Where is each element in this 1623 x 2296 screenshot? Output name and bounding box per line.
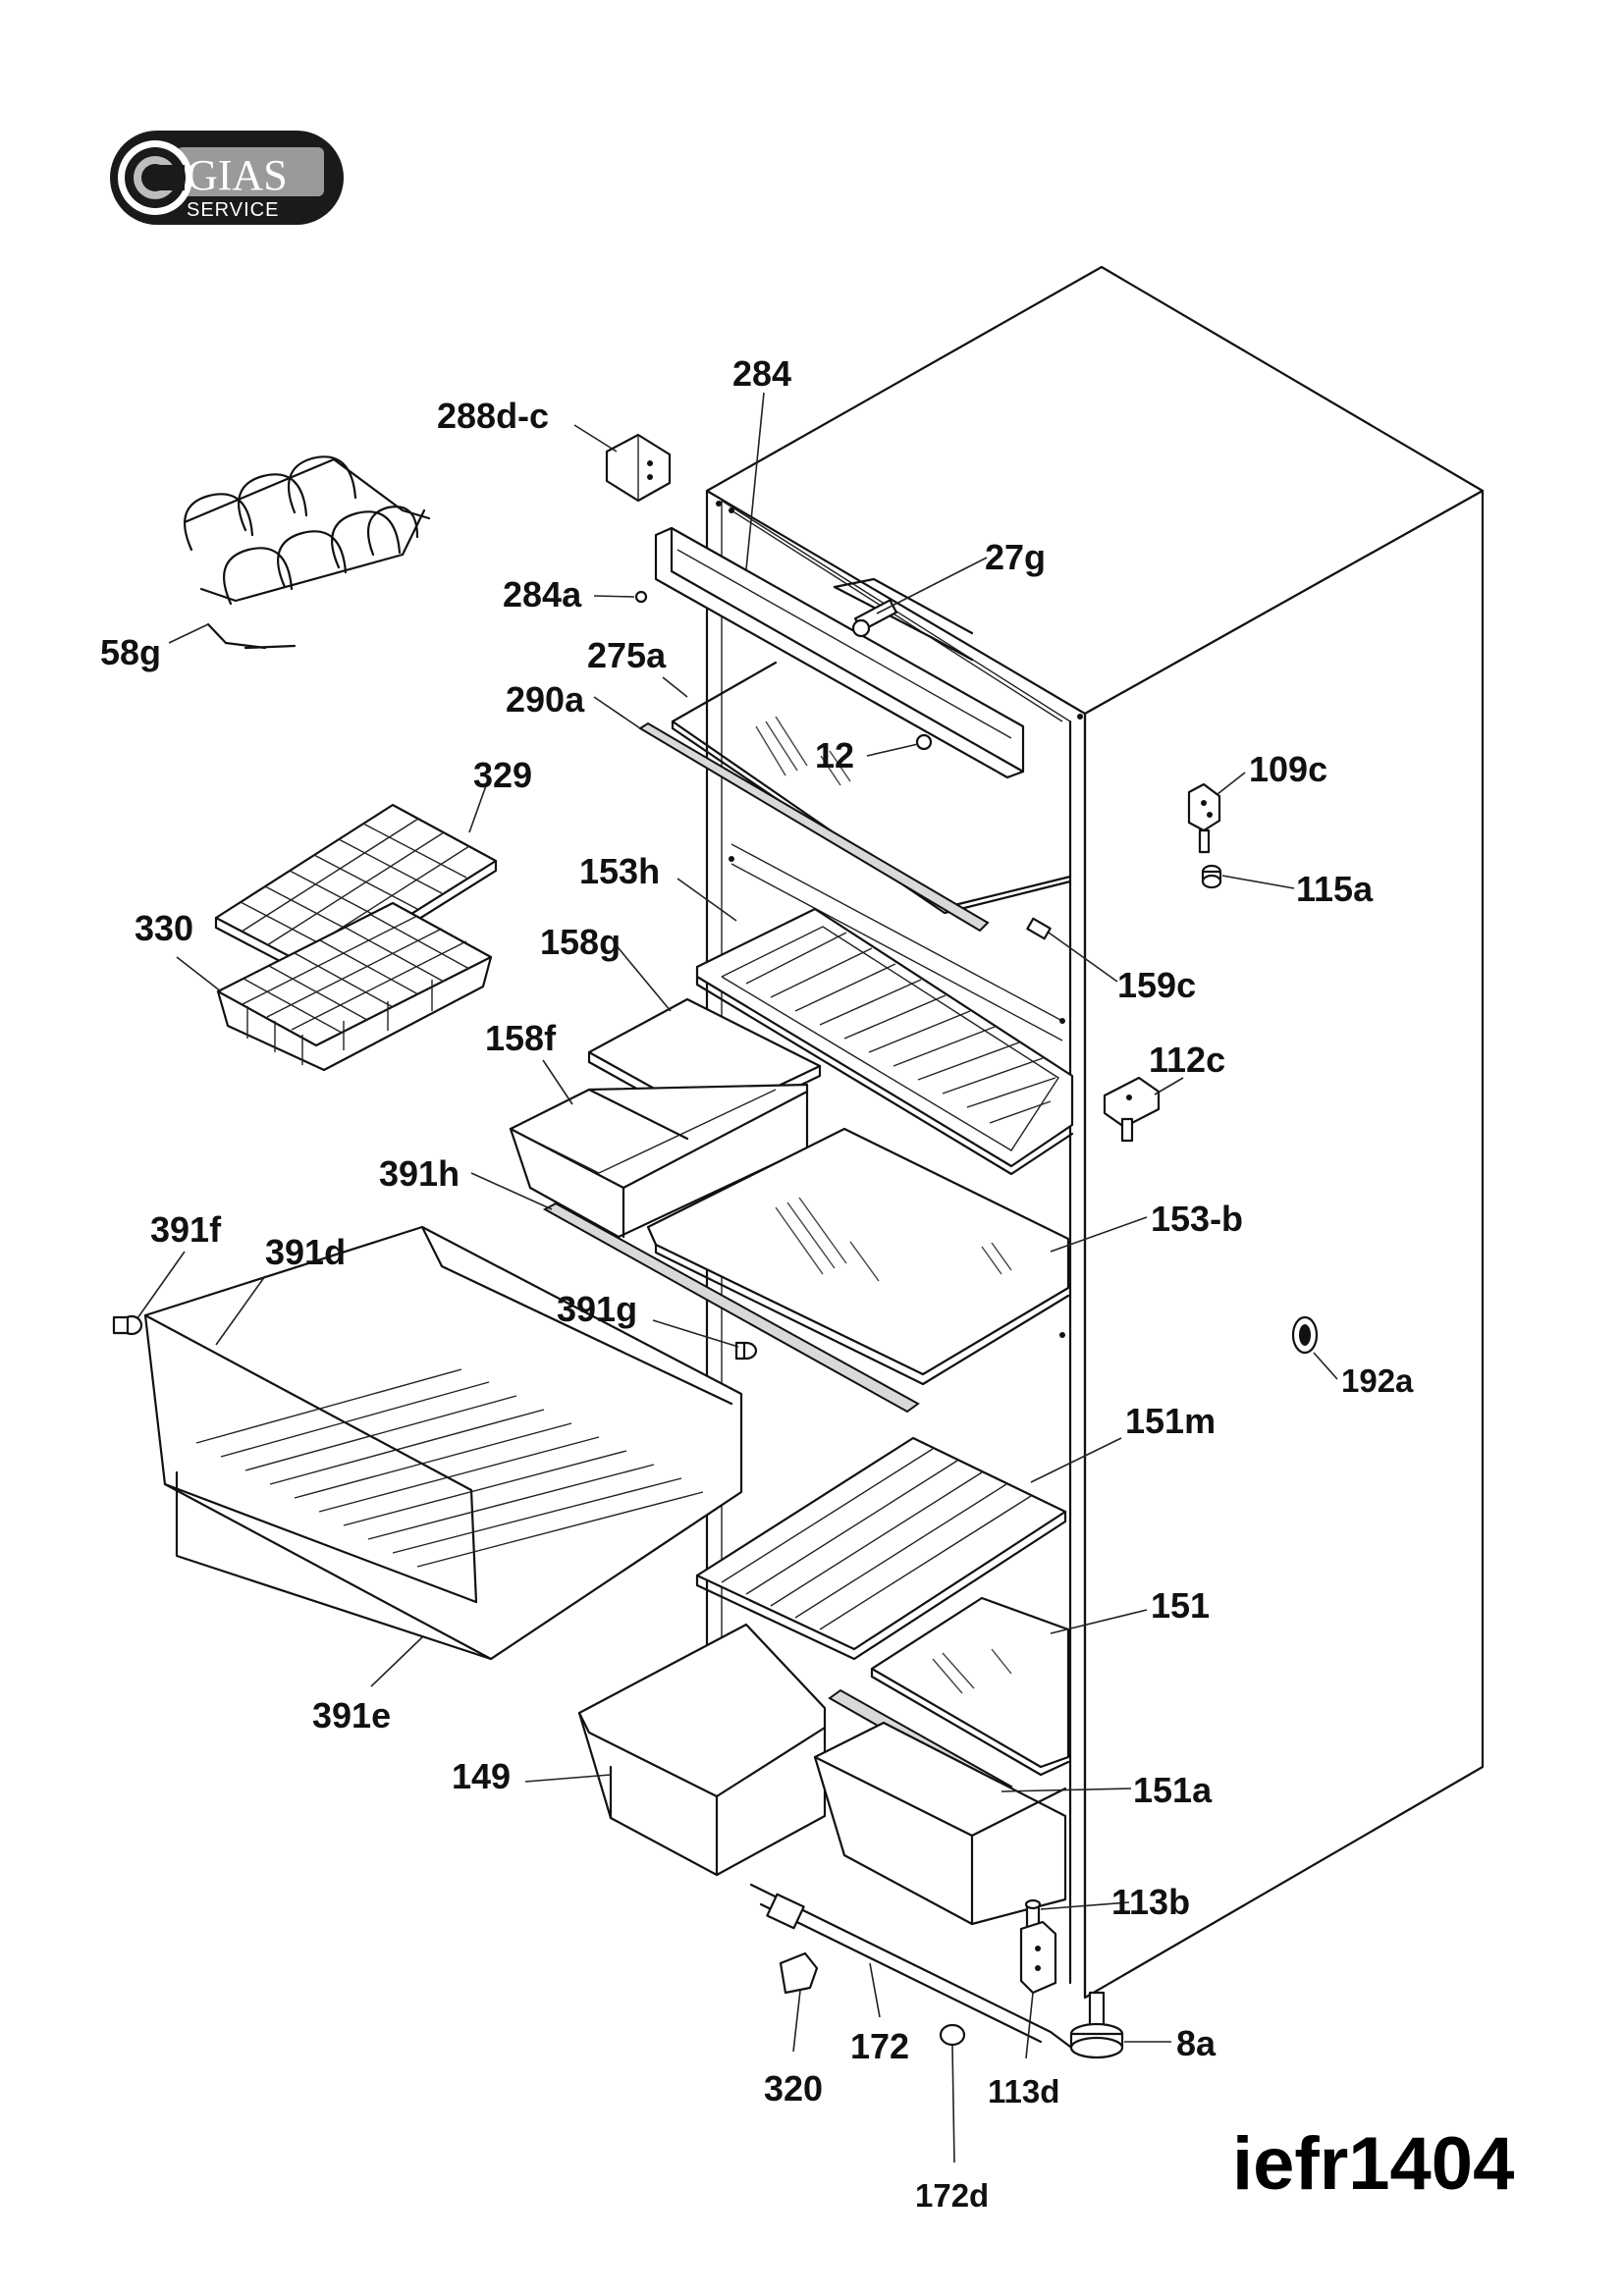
label-288d-c: 288d-c [437, 396, 549, 436]
part-391h-rail [542, 1201, 920, 1414]
label-329: 329 [473, 755, 532, 795]
label-151: 151 [1151, 1585, 1210, 1626]
part-391f-knob [112, 1314, 143, 1336]
label-113d: 113d [988, 2073, 1059, 2109]
part-58g-wine-rack [183, 455, 431, 650]
part-288dc-bracket [605, 433, 672, 503]
part-391g-fastener [734, 1341, 758, 1361]
label-192a: 192a [1341, 1362, 1414, 1399]
part-153b-glass-shelf [646, 1127, 1070, 1386]
label-115a: 115a [1296, 869, 1374, 909]
part-112c-hinge [1103, 1076, 1161, 1143]
part-113d-hinge-plate [1019, 1920, 1057, 1995]
part-172-bottom-trim [749, 1883, 1072, 2049]
label-151m: 151m [1125, 1401, 1216, 1441]
part-8a-leveling-foot [1069, 1991, 1124, 2059]
label-151a: 151a [1133, 1770, 1213, 1810]
label-391d: 391d [265, 1232, 346, 1272]
part-172d-cap [939, 2023, 966, 2047]
label-391e: 391e [312, 1695, 391, 1735]
part-330-ice-tray [216, 901, 493, 1072]
label-391f: 391f [150, 1209, 222, 1250]
part-115a-bushing [1201, 864, 1222, 889]
label-109c: 109c [1249, 749, 1327, 789]
part-290a-rail [638, 721, 990, 933]
label-391h: 391h [379, 1153, 460, 1194]
part-153h-shelf [695, 907, 1074, 1176]
label-320: 320 [764, 2068, 823, 2109]
part-149-drawer [577, 1623, 827, 1877]
label-153-b: 153-b [1151, 1199, 1243, 1239]
part-labels: 288d-c 284 58g 284a 27g 275a 290a 12 329… [100, 353, 1414, 2214]
part-391d-large-drawer [143, 1225, 743, 1661]
leader-lines [136, 392, 1338, 2163]
label-27g: 27g [985, 537, 1046, 577]
logo-brand-text: GIAS [187, 151, 288, 199]
part-27g-thermostat [833, 577, 974, 662]
label-284: 284 [732, 353, 791, 394]
logo-subtitle-text: SERVICE [187, 199, 279, 221]
diagram-code: iefr1404 [1232, 2122, 1514, 2206]
label-158f: 158f [485, 1018, 557, 1058]
label-284a: 284a [503, 574, 582, 614]
label-275a: 275a [587, 635, 667, 675]
part-320-clip [779, 1951, 819, 1995]
part-284-top-bar [654, 526, 1025, 779]
drawer-391d-grid [195, 1368, 704, 1568]
label-12: 12 [815, 735, 854, 775]
label-172d: 172d [915, 2177, 989, 2214]
gias-service-logo: GIAS SERVICE [110, 131, 344, 225]
label-391g: 391g [557, 1289, 637, 1329]
part-109c-hinge [1187, 782, 1221, 854]
label-149: 149 [452, 1756, 511, 1796]
label-172: 172 [850, 2026, 909, 2066]
part-149-drawer-right [813, 1721, 1067, 1926]
label-8a: 8a [1176, 2023, 1217, 2063]
part-12-screw [915, 733, 933, 751]
label-330: 330 [135, 908, 193, 948]
label-290a: 290a [506, 679, 585, 720]
label-112c: 112c [1149, 1040, 1225, 1080]
label-113b: 113b [1111, 1882, 1190, 1922]
label-158g: 158g [540, 922, 621, 962]
part-151-glass-shelf [870, 1596, 1070, 1777]
label-153h: 153h [579, 851, 660, 891]
part-158f-drawer [509, 1083, 809, 1239]
shelf-151m-grid [721, 1448, 1032, 1630]
part-159c-pin [1026, 917, 1052, 940]
label-159c: 159c [1117, 965, 1196, 1005]
part-192a-plug [1291, 1315, 1319, 1355]
label-58g: 58g [100, 632, 161, 672]
part-151m-shelf [695, 1436, 1067, 1661]
shelf-153h-grid [745, 932, 1056, 1124]
part-284a-screw [634, 590, 648, 604]
